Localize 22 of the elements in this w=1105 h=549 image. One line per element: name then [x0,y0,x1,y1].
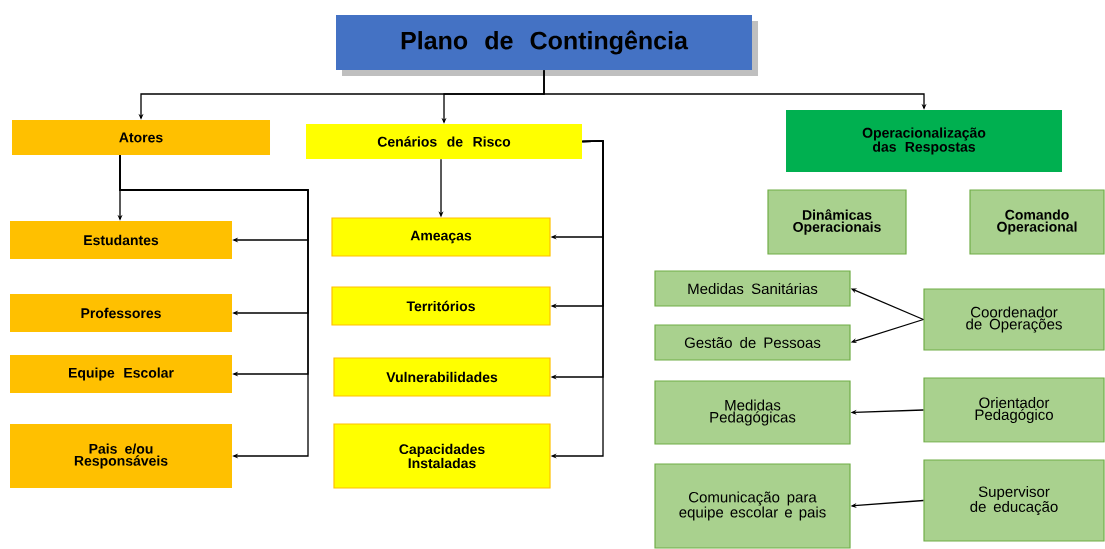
category-box: Estudantes [10,221,232,259]
category-box: Pais e/ou Responsáveis [10,424,232,488]
item-box: Medidas Sanitárias [654,270,851,307]
item-box: Vulnerabilidades [333,357,551,397]
item-box: Comunicação para equipe escolar e pais [654,463,851,549]
subheading-box: Comando Operacional [969,189,1105,255]
item-box: Capacidades Instaladas [333,423,551,489]
item-box: Coordenador de Operações [923,288,1105,351]
subheading-box: Dinâmicas Operacionais [767,189,907,255]
item-box: Gestão de Pessoas [654,324,851,361]
item-box: Orientador Pedagógico [923,377,1105,443]
arrow [119,154,309,459]
title-box: Plano de Contingência [336,15,758,76]
item-box: Medidas Pedagógicas [654,380,851,445]
category-box: Atores [12,120,270,155]
category-box: Operacionalização das Respostas [786,110,1062,172]
category-box: Cenários de Risco [306,124,582,159]
item-box: Ameaças [331,217,551,257]
category-box: Professores [10,294,232,332]
category-box: Equipe Escolar [10,355,232,393]
item-box: Supervisor de educação [923,459,1105,542]
item-box: Territórios [331,286,551,326]
